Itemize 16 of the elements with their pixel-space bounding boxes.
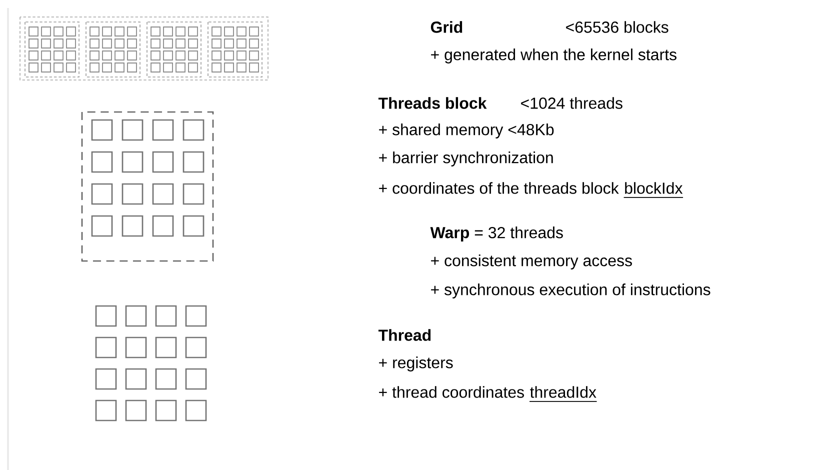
heading: Grid: [430, 21, 462, 33]
text-line: + synchronous execution of instructions: [431, 284, 710, 298]
identifier: threadIdx: [529, 386, 598, 402]
text-line: + consistent memory access: [431, 254, 632, 270]
text-line: + registers: [379, 356, 453, 372]
text-line: + coordinates of the threads block: [379, 182, 619, 194]
text-line: <1024 threads: [521, 97, 622, 109]
text-line: + thread coordinates: [379, 386, 524, 398]
text-line: Warp = 32 threads: [430, 226, 563, 242]
heading: Threads block: [378, 97, 487, 109]
heading: Thread: [378, 329, 431, 341]
text-line: + generated when the kernel starts: [431, 48, 676, 64]
identifier: blockIdx: [623, 182, 684, 198]
text-line: + barrier synchronization: [379, 152, 553, 166]
text-line: + shared memory <48Kb: [379, 124, 554, 138]
text-line: <65536 blocks: [566, 21, 668, 33]
